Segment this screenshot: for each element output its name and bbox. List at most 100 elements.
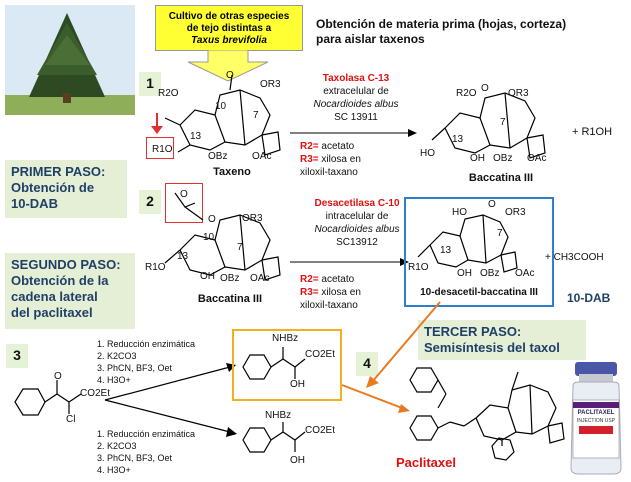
primer-paso-panel: PRIMER PASO: Obtención de 10-DAB (5, 160, 127, 218)
reactions-top-1: 1. Reducción enzimática (97, 339, 196, 349)
cond1-r3-value: xilosa en (321, 154, 361, 165)
source-species-box: Cultivo de otras especies de tejo distin… (155, 5, 303, 51)
desacetil-label: 10-desacetil-baccatina III (420, 287, 538, 298)
reactions-top-4: 4. H3O+ (97, 375, 131, 385)
desacetil-or3: OR3 (505, 207, 526, 218)
source-species-line1: Cultivo de otras especies (168, 11, 290, 22)
reactions-bottom-4: 4. H3O+ (97, 465, 131, 475)
baccatina-mid-structure (164, 192, 281, 281)
taxeno-r2o: R2O (158, 88, 179, 99)
baccatina-mid-c7: 7 (237, 242, 243, 253)
side-top-oh: OH (290, 379, 305, 390)
desacetil-c7: 7 (497, 228, 503, 239)
baccatina-top-structure (431, 92, 546, 159)
reactions-bottom-list: 1. Reducción enzimática 2. K2CO3 3. PhCN… (97, 428, 237, 476)
cond2-r3-label: R3= (300, 287, 322, 298)
acetyl-highlight-box (165, 183, 203, 223)
taxeno-c7: 7 (253, 110, 259, 121)
baccatina-top-o: O (481, 83, 489, 94)
baccatina-top-oh: OH (470, 153, 485, 164)
reactions-top-3: 3. PhCN, BF3, Oet (97, 363, 173, 373)
primer-paso-line3: 10-DAB (11, 196, 58, 211)
paclitaxel-structure (409, 367, 565, 461)
red-down-arrow (151, 113, 163, 134)
main-title-line1: Obtención de materia prima (hojas, corte… (316, 17, 567, 31)
enzyme2-l3: Nocardioides albus (314, 224, 400, 235)
cond2-r2-label: R2= (300, 274, 322, 285)
enzyme1-l3: Nocardioides albus (313, 99, 399, 110)
baccatina-mid-or3: OR3 (242, 213, 263, 224)
baccatina-top-obz: OBz (493, 153, 513, 164)
side-bottom-nhbz: NHBz (265, 410, 292, 421)
source-species-line3: Taxus brevifolia (191, 35, 267, 46)
segundo-paso-line2: Obtención de la (11, 273, 109, 288)
starting-material-structure (14, 380, 82, 416)
tree-photo (5, 5, 135, 115)
enzyme1-l4: SC 13911 (334, 112, 378, 123)
vial-brand: PACLITAXEL (577, 410, 615, 416)
reaction-arrow-1 (290, 129, 417, 137)
side-chain-highlight-box (232, 329, 342, 401)
segundo-paso-line4: del paclitaxel (11, 305, 93, 320)
segundo-paso-line1: SEGUNDO PASO: (11, 257, 121, 272)
reactions-bottom-3: 3. PhCN, BF3, Oet (97, 453, 173, 463)
step-number-1: 1 (139, 72, 161, 96)
taxeno-c13: 13 (190, 131, 202, 142)
taxeno-label: Taxeno (213, 166, 251, 178)
baccatina-mid-c10: 10 (203, 232, 215, 243)
taxeno-or3: OR3 (260, 79, 281, 90)
taxeno-structure (164, 74, 281, 156)
main-title: Obtención de materia prima (hojas, corte… (316, 17, 626, 47)
dab-label: 10-DAB (567, 291, 611, 305)
baccatina-top-or3: OR3 (508, 88, 529, 99)
baccatina-mid-o: O (208, 214, 216, 225)
orange-arrows (341, 301, 441, 413)
conditions1: R2= acetato R3= xilosa en xiloxil-taxano (300, 140, 410, 179)
taxeno-r1o: R1O (152, 144, 173, 155)
cond2-r3-cont: xiloxil-taxano (300, 300, 358, 311)
enzyme2-l2: intracelular de (325, 211, 389, 222)
desacetil-c13: 13 (440, 245, 452, 256)
enzyme1-l2: extracelular de (323, 86, 389, 97)
baccatina-top-label: Baccatina III (468, 172, 534, 184)
desacetil-ho: HO (452, 207, 467, 218)
desacetil-oh: OH (457, 268, 472, 279)
baccatina-mid-oac: OAc (250, 273, 270, 284)
taxeno-oac: OAc (252, 151, 272, 162)
side-top-nhbz: NHBz (272, 333, 299, 344)
r1o-highlight-box (146, 137, 174, 159)
side-chain-bottom-structure (242, 422, 306, 453)
start-co2et: CO2Et (80, 388, 111, 399)
paclitaxel-vial (570, 362, 622, 475)
cond2-r3-value: xilosa en (321, 287, 361, 298)
desacetil-baccatina-box (404, 197, 554, 307)
enzyme2-name: Desacetilasa C-10 (314, 198, 400, 209)
baccatina-top-c7: 7 (500, 117, 506, 128)
baccatina-top-r2o: R2O (456, 88, 477, 99)
segundo-paso-line3: cadena lateral (11, 289, 98, 304)
tercer-paso-line1: TERCER PASO: (424, 324, 522, 339)
baccatina-mid-r1o: R1O (145, 262, 166, 273)
side-top-co2et: CO2Et (305, 349, 336, 360)
enzyme2-block: Desacetilasa C-10 intracelular de Nocard… (298, 197, 416, 249)
vial-sub: INJECTION USP (576, 418, 616, 424)
desacetil-structure (417, 214, 518, 273)
desacetil-o: O (488, 199, 496, 210)
side-chain-top-structure (242, 347, 306, 380)
baccatina-top-oac: OAc (527, 153, 547, 164)
reactions-top-list: 1. Reducción enzimática 2. K2CO3 3. PhCN… (97, 338, 237, 386)
baccatina-mid-oh: OH (200, 271, 215, 282)
conditions2: R2= acetato R3= xilosa en xiloxil-taxano (300, 273, 410, 312)
source-species-line2: de tejo distintas a (186, 23, 272, 34)
start-cl: Cl (66, 414, 76, 425)
start-o: O (54, 371, 62, 382)
cond1-r3-label: R3= (300, 154, 322, 165)
tercer-paso-panel: TERCER PASO: Semisíntesis del taxol (418, 320, 586, 360)
acetyl-o: O (180, 189, 188, 200)
enzyme1-block: Taxolasa C-13 extracelular de Nocardioid… (296, 72, 416, 124)
baccatina-mid-label: Baccatina III (197, 293, 263, 305)
desacetil-oac: OAc (515, 268, 535, 279)
side-bottom-oh: OH (290, 455, 305, 466)
baccatina-mid-obz: OBz (220, 273, 240, 284)
tercer-paso-line2: Semisíntesis del taxol (424, 340, 560, 355)
